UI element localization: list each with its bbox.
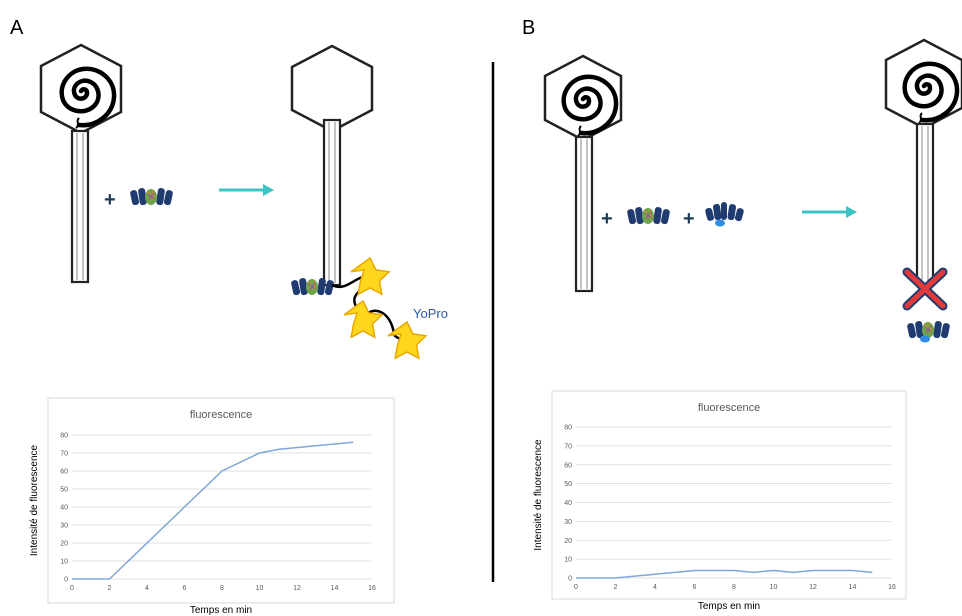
y-tick-label: 30	[564, 519, 572, 526]
y-tick-label: 60	[60, 469, 68, 476]
y-tick-label: 60	[564, 462, 572, 469]
x-tick-label: 0	[70, 585, 74, 592]
y-tick-label: 80	[564, 425, 572, 432]
protein-complex-icon	[905, 319, 952, 340]
lollipop-probe-icon	[884, 38, 962, 286]
star-icon	[350, 257, 390, 295]
x-tick-label: 14	[331, 585, 339, 592]
protein-complex-icon	[128, 186, 175, 207]
x-tick-label: 14	[849, 584, 857, 591]
x-tick-label: 2	[108, 585, 112, 592]
x-tick-label: 16	[888, 584, 896, 591]
series-line	[72, 441, 354, 580]
x-tick-label: 4	[653, 584, 657, 591]
x-tick-label: 6	[183, 585, 187, 592]
inhibitor-bound-icon	[920, 335, 930, 343]
chart-title: fluorescence	[698, 402, 760, 414]
x-tick-label: 4	[145, 585, 149, 592]
protein-complex-icon	[625, 205, 672, 226]
yopro-label: YoPro	[413, 306, 448, 321]
y-tick-label: 40	[60, 505, 68, 512]
cross-icon	[902, 267, 948, 311]
inhibitor-icon	[704, 202, 745, 227]
x-tick-label: 6	[693, 584, 697, 591]
chart-title: fluorescence	[190, 409, 252, 421]
y-tick-label: 80	[60, 433, 68, 440]
y-tick-label: 50	[60, 487, 68, 494]
y-tick-label: 0	[64, 577, 68, 584]
arrow-icon	[802, 206, 857, 218]
dna-strand	[331, 275, 409, 344]
lollipop-probe-empty-icon	[290, 44, 374, 287]
star-icon	[343, 300, 383, 338]
chart-a: fluorescence 0 10 20 30 40 50 60 70 80 0 2 4 6 8 10 12 14…	[29, 397, 395, 616]
y-tick-label: 0	[568, 576, 572, 583]
chart-b: fluorescence 0 10 20 30 40 50 60 70 80 0 2 4 6 8 10 12 14…	[533, 390, 907, 612]
y-tick-label: 70	[564, 443, 572, 450]
x-tick-label: 2	[614, 584, 618, 591]
x-tick-label: 12	[809, 584, 817, 591]
y-tick-label: 20	[564, 538, 572, 545]
lollipop-probe-icon	[543, 54, 623, 293]
y-axis-label: Intensité de fluorescence	[533, 439, 544, 551]
y-tick-label: 10	[60, 559, 68, 566]
series-line	[576, 569, 873, 579]
plus-sign: +	[601, 208, 613, 230]
x-tick-label: 8	[220, 585, 224, 592]
arrow-icon	[219, 184, 274, 196]
chart-frame	[47, 397, 395, 604]
x-tick-label: 10	[770, 584, 778, 591]
y-tick-label: 50	[564, 481, 572, 488]
x-tick-label: 0	[574, 584, 578, 591]
y-tick-label: 40	[564, 500, 572, 507]
x-tick-label: 8	[732, 584, 736, 591]
x-tick-label: 12	[293, 585, 301, 592]
y-tick-label: 10	[564, 557, 572, 564]
y-tick-label: 30	[60, 523, 68, 530]
plus-sign: +	[683, 208, 695, 230]
y-axis-label: Intensité de fluorescence	[29, 444, 40, 556]
x-tick-label: 16	[368, 585, 376, 592]
plus-sign: +	[104, 189, 116, 211]
lollipop-probe-icon	[39, 43, 123, 284]
chart-frame	[551, 390, 907, 600]
panel-label-b: B	[522, 17, 535, 39]
y-tick-label: 20	[60, 541, 68, 548]
x-axis-label: Temps en min	[190, 605, 252, 616]
panel-label-a: A	[10, 17, 24, 39]
x-axis-label: Temps en min	[698, 601, 760, 612]
y-tick-label: 70	[60, 451, 68, 458]
x-tick-label: 10	[256, 585, 264, 592]
